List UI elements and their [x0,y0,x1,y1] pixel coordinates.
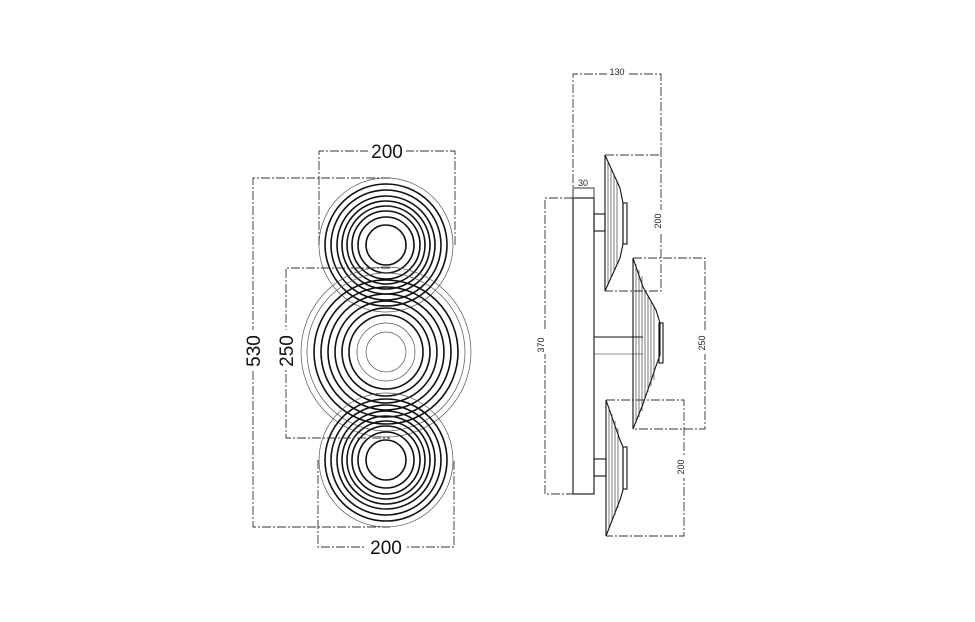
dim-label-shade-bottom: 200 [676,459,686,474]
wall-plate [572,197,595,495]
dimension-total-height: 530 [243,177,390,528]
dim-label-center-spacing: 250 [277,335,298,367]
dimension-plate-height: 370 [536,197,573,495]
dim-label-depth: 130 [609,67,624,77]
ring-top [318,177,454,313]
dimension-plate-depth: 30 [572,178,595,198]
side-view: 370 30 130 200 [536,66,708,537]
dim-label-shade-top: 200 [653,213,663,228]
ring-middle [300,266,472,438]
dim-label-plate-depth: 30 [578,178,588,188]
front-view: 200 200 530 250 [243,141,472,559]
dim-label-total-height: 530 [244,335,265,367]
shade-top: 200 [593,154,664,292]
shade-bottom: 200 [593,399,687,537]
dim-label-bottom-width: 200 [370,538,402,559]
dim-label-top-width: 200 [371,142,403,163]
dim-label-shade-middle: 250 [697,335,707,350]
dim-label-plate-height: 370 [536,337,546,352]
dimension-center-spacing: 250 [276,267,390,439]
dimension-top-width: 200 [318,141,456,245]
dimension-bottom-width: 200 [317,460,455,559]
dimension-depth: 130 [572,66,662,198]
shade-middle: 250 [594,257,708,430]
ring-bottom [318,392,454,528]
